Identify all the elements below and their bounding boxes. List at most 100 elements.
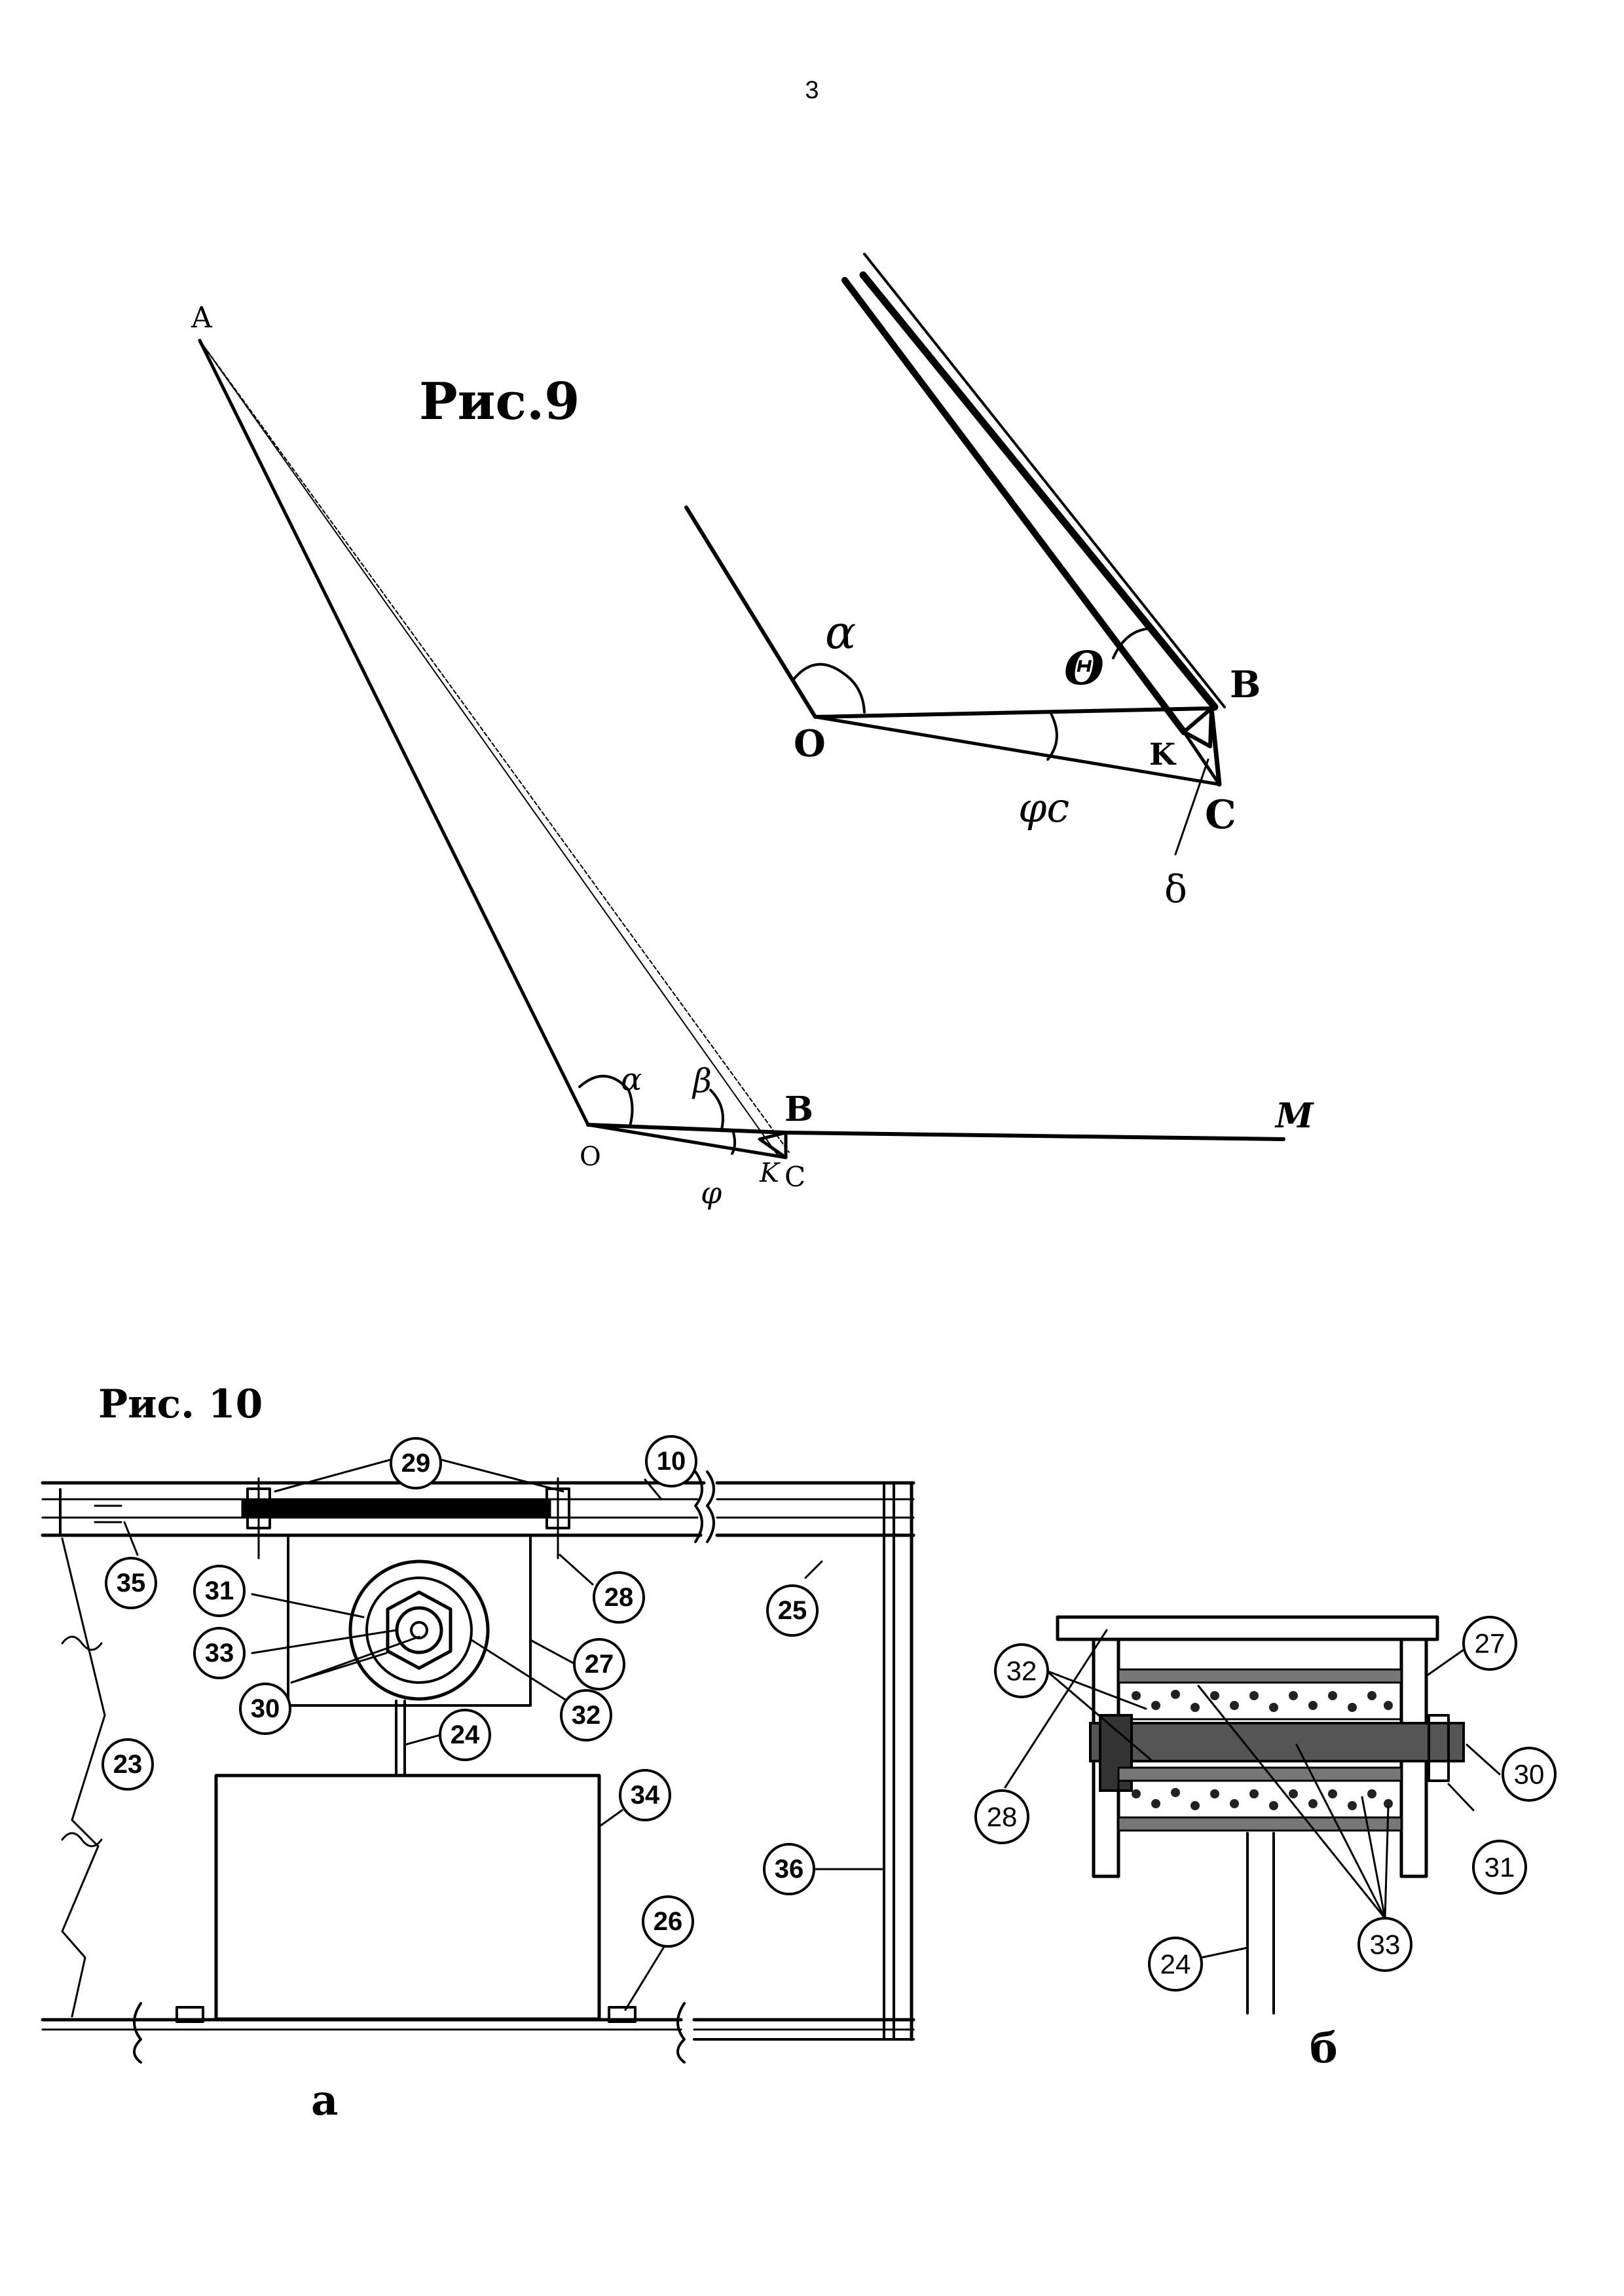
leader-31 (252, 1594, 363, 1617)
ray-o-up (686, 507, 815, 717)
top-plate-b (1058, 1617, 1437, 1639)
callout-24: 24 (440, 1710, 490, 1760)
label-phi-upper: φc (1018, 784, 1069, 831)
fig9-upper-diagram: O B K C α Θ φc δ (686, 254, 1261, 911)
label-m: M (1274, 1096, 1314, 1136)
callout-b-33: 33 (1359, 1918, 1411, 1971)
callout-31: 31 (194, 1566, 244, 1616)
svg-text:29: 29 (401, 1449, 431, 1478)
shaft-circle (397, 1608, 441, 1652)
callout-23: 23 (103, 1740, 153, 1789)
svg-text:24: 24 (451, 1721, 480, 1749)
leader-29-right (442, 1460, 563, 1491)
heavy-line-outer (863, 275, 1215, 707)
svg-text:28: 28 (987, 1802, 1018, 1832)
svg-text:25: 25 (778, 1596, 807, 1625)
leader-26 (625, 1946, 665, 2010)
hatched-plate (242, 1499, 550, 1518)
leader-35 (124, 1522, 138, 1555)
leader-b-31 (1449, 1784, 1473, 1810)
svg-text:28: 28 (604, 1583, 634, 1612)
leader-27 (530, 1640, 573, 1663)
callout-25: 25 (767, 1586, 817, 1635)
bearing-outer (350, 1561, 488, 1699)
angle-beta-lower-arc (710, 1090, 723, 1129)
lower-ball-race (1118, 1781, 1401, 1817)
segment-ao (200, 340, 588, 1125)
upper-balls (1132, 1690, 1393, 1712)
label-c-lower: C (784, 1161, 805, 1193)
svg-text:24: 24 (1160, 1949, 1191, 1980)
leader-25 (805, 1561, 822, 1578)
label-beta-lower: β (692, 1062, 712, 1100)
fig10a-sublabel: а (311, 2076, 338, 2125)
svg-text:30: 30 (1514, 1759, 1545, 1790)
leader-29-left (275, 1460, 390, 1491)
callout-b-31: 31 (1473, 1841, 1526, 1893)
callout-b-30: 30 (1503, 1748, 1555, 1800)
page-number: 3 (805, 77, 819, 104)
label-b-upper: B (1230, 663, 1261, 706)
callout-27: 27 (574, 1639, 624, 1689)
callout-35: 35 (106, 1558, 156, 1608)
svg-text:33: 33 (205, 1639, 234, 1667)
wave-mark-1 (62, 1637, 101, 1650)
svg-text:32: 32 (572, 1701, 601, 1730)
leader-33 (252, 1630, 396, 1653)
label-c-upper: C (1205, 792, 1236, 838)
leader-b-30 (1467, 1745, 1500, 1774)
angle-phi-lower-arc (732, 1133, 735, 1154)
svg-text:27: 27 (585, 1650, 614, 1679)
svg-text:31: 31 (1485, 1852, 1515, 1883)
break-mark-bottom-left (134, 2003, 141, 2062)
svg-text:27: 27 (1475, 1628, 1505, 1659)
callout-b-32: 32 (995, 1645, 1048, 1697)
fig10-title: Рис. 10 (98, 1381, 263, 1427)
segment-bm (786, 1133, 1283, 1139)
label-o-upper: O (794, 722, 826, 765)
shaft-center (411, 1622, 427, 1638)
label-b-lower: B (784, 1089, 813, 1129)
segment-ob (815, 708, 1211, 717)
leader-b-24 (1202, 1948, 1247, 1958)
angle-alpha-arc (792, 665, 864, 712)
fig9-lower-diagram: A O B M K C α β φ (191, 301, 1314, 1211)
upper-bearing-band (1118, 1669, 1401, 1683)
break-mark-top-2 (707, 1472, 714, 1542)
svg-text:10: 10 (657, 1447, 686, 1476)
angle-phi-arc (1048, 714, 1057, 759)
leader-32 (471, 1640, 580, 1709)
fig10b-diagram: 27 32 28 30 31 33 24 б (976, 1617, 1555, 2073)
svg-text:32: 32 (1006, 1656, 1037, 1686)
heavy-line-inner (845, 280, 1184, 732)
svg-text:35: 35 (117, 1569, 146, 1597)
label-delta-upper: δ (1164, 867, 1187, 911)
svg-text:26: 26 (654, 1907, 683, 1936)
callout-33: 33 (194, 1628, 244, 1678)
callout-b-28: 28 (976, 1791, 1028, 1843)
callout-29: 29 (391, 1438, 441, 1488)
svg-text:33: 33 (1370, 1929, 1401, 1960)
lower-balls (1132, 1788, 1393, 1810)
label-alpha-upper: α (825, 606, 856, 659)
label-k-upper: K (1149, 737, 1177, 772)
callout-36: 36 (764, 1844, 814, 1894)
spring-wire (62, 1539, 105, 2016)
svg-text:23: 23 (113, 1750, 143, 1779)
leader-b-27 (1426, 1650, 1464, 1676)
break-mark-bottom-right (678, 2003, 684, 2062)
callout-32: 32 (561, 1690, 611, 1740)
delta-leader (1175, 759, 1208, 854)
lower-bearing-band (1118, 1768, 1401, 1781)
label-theta-upper: Θ (1064, 641, 1104, 695)
fig10b-sublabel: б (1310, 2024, 1338, 2073)
weight-block (216, 1776, 599, 2019)
wave-mark-2 (62, 1833, 101, 1846)
svg-text:31: 31 (205, 1576, 234, 1605)
segment-ak-thin (200, 340, 778, 1156)
lower-bearing-band-2 (1118, 1817, 1401, 1831)
leader-b-33c (1362, 1797, 1385, 1918)
label-a: A (191, 301, 213, 335)
leader-34 (599, 1810, 622, 1827)
